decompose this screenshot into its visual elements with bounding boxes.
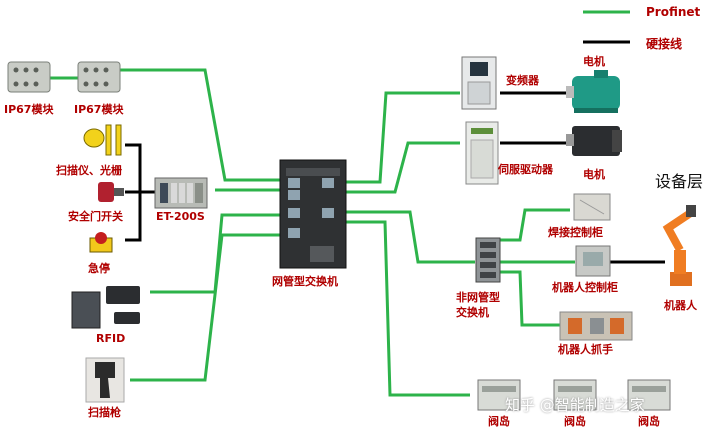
ip67-module-1-icon bbox=[7, 61, 51, 93]
scanner-grating-icon bbox=[83, 124, 122, 156]
servo-drive-icon bbox=[465, 121, 499, 185]
robot-icon bbox=[662, 205, 696, 286]
robot-cabinet-label: 机器人控制柜 bbox=[552, 281, 618, 294]
safety-door-switch-icon bbox=[98, 182, 124, 202]
servo-drive-label: 伺服驱动器 bbox=[498, 163, 553, 176]
profinet-links bbox=[50, 68, 575, 397]
rfid-label: RFID bbox=[96, 332, 126, 345]
gripper-icon bbox=[559, 311, 633, 341]
valve-island-3-label: 阀岛 bbox=[638, 415, 660, 428]
et200s-label: ET-200S bbox=[156, 210, 205, 223]
robot-cabinet-icon bbox=[575, 245, 611, 277]
et200s-icon bbox=[154, 177, 208, 209]
rfid-icon bbox=[71, 286, 140, 329]
motor-2-label: 电机 bbox=[583, 168, 605, 181]
estop-label: 急停 bbox=[88, 262, 110, 275]
valve-island-2-label: 阀岛 bbox=[564, 415, 586, 428]
watermark: 知乎 @智能制造之家 bbox=[505, 396, 645, 414]
robot-label: 机器人 bbox=[664, 299, 697, 312]
hardwire-links bbox=[125, 91, 665, 264]
motor-1-icon bbox=[566, 70, 620, 113]
estop-icon bbox=[89, 232, 113, 253]
scan-gun-label: 扫描枪 bbox=[88, 406, 121, 419]
device-layer-label: 设备层 bbox=[655, 172, 704, 191]
safety-door-label: 安全门开关 bbox=[68, 210, 123, 223]
unmanaged-switch-label-1: 非网管型 bbox=[456, 291, 500, 304]
valve-island-1-icon bbox=[477, 379, 521, 411]
valve-island-3-icon bbox=[627, 379, 671, 411]
weld-cabinet-label: 焊接控制柜 bbox=[548, 226, 603, 239]
legend-profinet-label: Profinet bbox=[646, 5, 701, 19]
vfd-icon bbox=[461, 56, 497, 110]
ip67-module-2-icon bbox=[77, 61, 121, 93]
managed-switch-label: 网管型交换机 bbox=[272, 275, 338, 288]
ip67-module-2-label: IP67模块 bbox=[74, 103, 124, 116]
ip67-module-1-label: IP67模块 bbox=[4, 103, 54, 116]
valve-island-1-label: 阀岛 bbox=[488, 415, 510, 428]
vfd-label: 变频器 bbox=[506, 74, 539, 87]
unmanaged-switch-label-2: 交换机 bbox=[456, 306, 489, 319]
gripper-label: 机器人抓手 bbox=[558, 343, 613, 356]
motor-1-label: 电机 bbox=[583, 55, 605, 68]
legend-hardwire-label: 硬接线 bbox=[646, 37, 683, 51]
unmanaged-switch-icon bbox=[475, 237, 501, 283]
motor-2-icon bbox=[566, 126, 622, 156]
scan-gun-icon bbox=[85, 357, 125, 403]
managed-switch-icon bbox=[279, 159, 347, 269]
valve-island-2-icon bbox=[553, 379, 597, 411]
scanner-grating-label: 扫描仪、光栅 bbox=[56, 164, 122, 177]
weld-cabinet-icon bbox=[573, 193, 611, 221]
